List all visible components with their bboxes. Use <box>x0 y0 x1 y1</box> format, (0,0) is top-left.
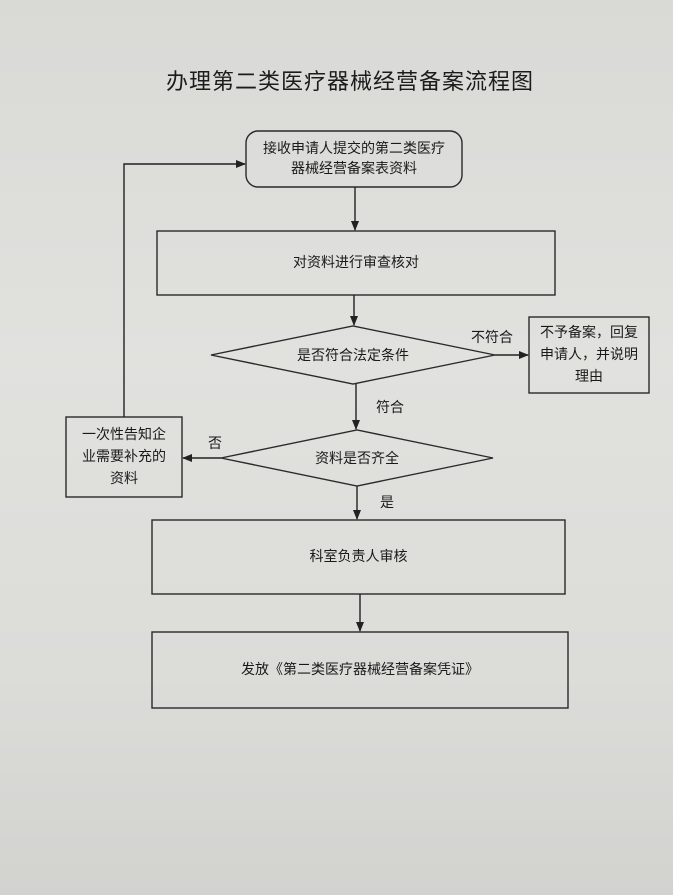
section-review-node-shape <box>151 519 566 595</box>
check-legal-text: 是否符合法定条件 <box>297 348 409 364</box>
arrow-notify-back-to-receive <box>123 160 246 417</box>
review-node: 对资料进行审查核对 <box>293 255 419 271</box>
edge-label-conform: 符合 <box>376 400 404 416</box>
reject-node-shape <box>528 316 650 394</box>
receive-node-shape <box>245 130 463 188</box>
check-complete-text: 资料是否齐全 <box>315 451 399 467</box>
edge-label-no: 否 <box>208 436 222 452</box>
section-review-node: 科室负责人审核 <box>309 549 408 565</box>
edge-label-yes: 是 <box>380 495 394 511</box>
notify-supplement-node: 一次性告知企业需要补充的资料 <box>82 427 166 487</box>
issue-node-shape <box>151 631 569 709</box>
issue-node: 发放《第二类医疗器械经营备案凭证》 <box>241 662 479 678</box>
receive-node: 接收申请人提交的第二类医疗器械经营备案表资料 <box>263 141 445 177</box>
reject-node: 不予备案，回复申请人，并说明理由 <box>540 325 638 385</box>
page-title: 办理第二类医疗器械经营备案流程图 <box>165 70 534 95</box>
review-node-shape <box>156 230 556 296</box>
check-complete-diamond <box>220 429 494 487</box>
edge-label-not-conform: 不符合 <box>471 330 513 346</box>
